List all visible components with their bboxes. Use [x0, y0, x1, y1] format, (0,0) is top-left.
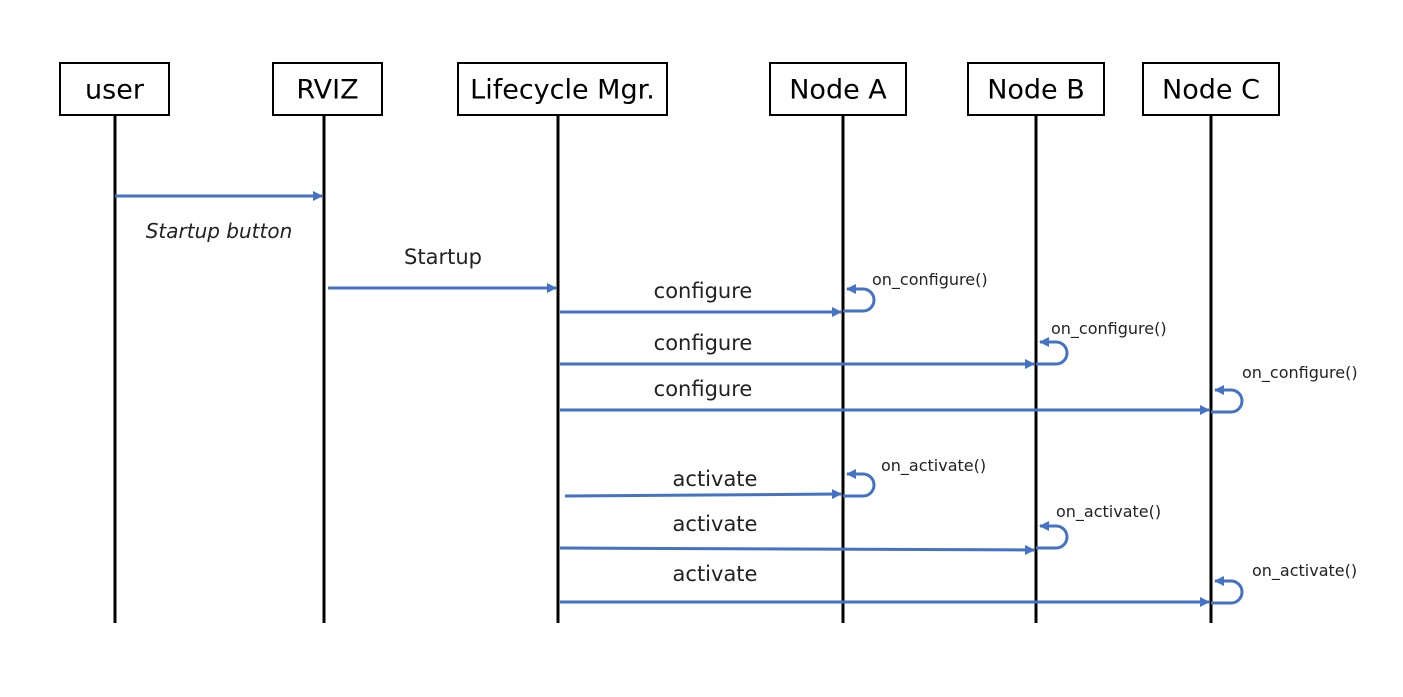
message-label: configure [654, 331, 753, 355]
message-lm-to-c: configure [560, 377, 1210, 415]
participant-lm: Lifecycle Mgr. [457, 62, 668, 116]
message-arrow [564, 489, 842, 500]
participant-user: user [59, 62, 170, 116]
participant-c: Node C [1142, 62, 1280, 116]
participants: user RVIZ Lifecycle Mgr. Node A Node B Node C [59, 62, 1280, 116]
participant-box [272, 62, 383, 116]
self-call-label: on_configure() [872, 270, 988, 290]
participant-box [1142, 62, 1280, 116]
self-call-a: on_activate() [843, 456, 986, 498]
participant-b: Node B [967, 62, 1105, 116]
message-label: activate [673, 562, 758, 586]
message-arrow [559, 544, 1035, 555]
self-call-label: on_configure() [1051, 319, 1167, 339]
message-lm-to-c: activate [560, 562, 1210, 607]
message-lm-to-b: configure [560, 331, 1035, 369]
message-label: Startup [404, 245, 482, 269]
participant-box [59, 62, 170, 116]
self-call-c: on_activate() [1211, 561, 1357, 605]
message-label: activate [673, 467, 758, 491]
self-call-arrow [1036, 337, 1069, 366]
self-call-arrow [1036, 521, 1069, 550]
self-call-label: on_configure() [1242, 363, 1358, 383]
self-call-c: on_configure() [1211, 363, 1358, 414]
self-call-label: on_activate() [1252, 561, 1357, 581]
self-call-arrow [1211, 576, 1244, 605]
message-label: configure [654, 377, 753, 401]
message-lm-to-a: configure [560, 279, 842, 317]
self-call-arrow [843, 284, 876, 313]
self-calls: on_configure() on_configure() on_configure… [843, 270, 1358, 605]
participant-box [769, 62, 907, 116]
self-call-a: on_configure() [843, 270, 988, 313]
participant-label: Node A [789, 75, 887, 106]
self-call-label: on_activate() [881, 456, 986, 476]
message-user-to-rviz: Startup button [115, 191, 323, 243]
lifelines [113, 115, 1213, 623]
message-label: activate [673, 512, 758, 536]
self-call-arrow [1211, 385, 1244, 414]
participant-label: Node B [987, 75, 1085, 106]
participant-box [967, 62, 1105, 116]
message-rviz-to-lm: Startup [328, 245, 557, 293]
participant-label: RVIZ [296, 75, 358, 106]
self-call-arrow [843, 469, 876, 498]
self-call-b: on_configure() [1036, 319, 1167, 366]
participant-label: Lifecycle Mgr. [470, 75, 655, 106]
participant-label: Node C [1162, 75, 1260, 106]
participant-rviz: RVIZ [272, 62, 383, 116]
self-call-b: on_activate() [1036, 502, 1161, 550]
message-label: configure [654, 279, 753, 303]
message-lm-to-a: activate [564, 467, 842, 500]
message-lm-to-b: activate [559, 512, 1035, 555]
participant-a: Node A [769, 62, 907, 116]
self-call-label: on_activate() [1056, 502, 1161, 522]
participant-label: user [85, 75, 145, 106]
message-label: Startup button [146, 219, 293, 243]
participant-box [457, 62, 668, 116]
